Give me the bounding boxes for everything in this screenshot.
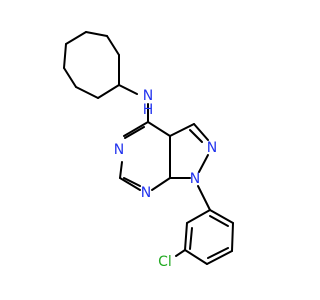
bond xyxy=(198,154,209,173)
bond xyxy=(63,43,67,69)
atom-label-h-amine: H xyxy=(143,102,154,118)
bond xyxy=(75,86,99,99)
bond-double-inner xyxy=(124,126,145,139)
bond xyxy=(151,177,171,191)
bond xyxy=(184,222,188,251)
atom-label-n-pyrimidine-bottom: N xyxy=(141,185,151,201)
bond xyxy=(65,31,87,45)
pyrazole-ring xyxy=(169,123,209,179)
bond xyxy=(169,123,195,137)
atom-label-n-pyrazole-ring: N xyxy=(207,140,217,156)
bond xyxy=(209,209,234,224)
bond xyxy=(206,250,233,265)
bond-double-inner xyxy=(189,227,193,250)
bond xyxy=(119,177,141,191)
bond xyxy=(97,84,120,99)
chlorophenyl-ring xyxy=(184,209,234,265)
atom-label-n-pyrimidine-top: N xyxy=(114,142,124,158)
bond xyxy=(85,31,108,37)
bond xyxy=(193,123,209,141)
bond xyxy=(147,121,171,137)
bond-double-inner xyxy=(207,247,229,259)
bond-n1-aryl xyxy=(197,185,211,211)
bond xyxy=(63,67,77,88)
bond xyxy=(119,161,123,179)
cycloheptyl-ring xyxy=(63,31,120,99)
bond-double-inner xyxy=(209,215,229,227)
bond xyxy=(123,121,149,137)
bond xyxy=(106,35,120,56)
structure-canvas: N H N N N N Cl xyxy=(63,31,234,270)
pyrimidine-ring xyxy=(119,121,171,191)
bond-double-inner xyxy=(123,177,141,187)
molecule-structure-diagram: N H N N N N Cl xyxy=(63,31,234,270)
atom-label-n-pyrazole-n1: N xyxy=(190,171,200,187)
atom-label-n-amine: N xyxy=(143,88,153,104)
bond-cycloheptyl-nh xyxy=(118,84,138,95)
bond xyxy=(184,249,208,265)
bond-double-inner xyxy=(189,129,203,143)
atom-label-chlorine: Cl xyxy=(158,254,172,270)
bond-c-cl xyxy=(175,249,186,257)
bond xyxy=(231,222,234,252)
bond xyxy=(186,209,211,224)
